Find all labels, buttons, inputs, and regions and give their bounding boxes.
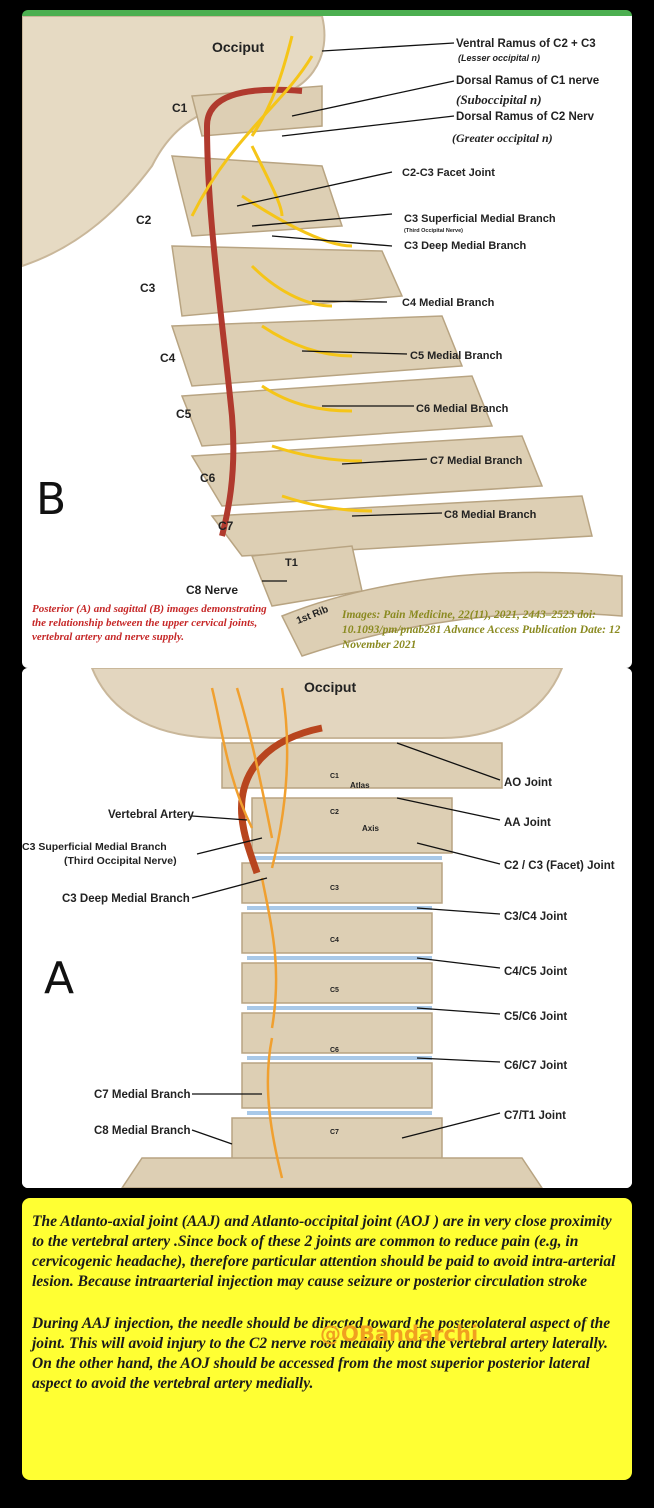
posterior-vertebrae	[121, 742, 543, 1188]
label-c3-deep-a: C3 Deep Medial Branch	[62, 893, 190, 905]
label-c7-medial-b: C7 Medial Branch	[430, 455, 523, 467]
label-c6-a: C6	[330, 1047, 339, 1054]
label-greater-occipital: (Greater occipital n)	[452, 131, 553, 145]
label-c2c3-facet-b: C2-C3 Facet Joint	[402, 167, 495, 179]
label-c6c7-joint: C6/C7 Joint	[504, 1060, 567, 1072]
sagittal-illustration: Occiput Ventral Ramus of C2 + C3 (Lesser…	[22, 16, 623, 657]
label-aa-joint: AA Joint	[504, 817, 551, 829]
label-c7t1-joint: C7/T1 Joint	[504, 1110, 566, 1122]
label-c2c3-facet-a: C2 / C3 (Facet) Joint	[504, 860, 615, 872]
label-c3-superficial-a: C3 Superficial Medial Branch	[22, 841, 167, 853]
label-c5c6-joint: C5/C6 Joint	[504, 1011, 567, 1023]
label-c4c5-joint: C4/C5 Joint	[504, 966, 567, 978]
label-axis: Axis	[362, 824, 379, 833]
label-vertebral-artery: Vertebral Artery	[108, 809, 194, 821]
image-credit: Images: Pain Medicine, 22(11), 2021, 244…	[342, 609, 621, 651]
sagittal-vertebra-labels: C1 C2 C3 C4 C5 C6 C7	[136, 101, 234, 533]
label-lesser-occipital: (Lesser occipital n)	[458, 53, 540, 63]
panel-b-letter: B	[36, 474, 66, 525]
label-c5-medial: C5 Medial Branch	[410, 350, 503, 362]
label-c5-a: C5	[330, 987, 339, 994]
vertebral-artery-sagittal	[203, 86, 303, 537]
label-ventral-ramus: Ventral Ramus of C2 + C3	[456, 38, 596, 50]
label-c1-a: C1	[330, 773, 339, 780]
label-c3-a: C3	[330, 885, 339, 892]
posterior-vertebra-labels: C1 C2 C3 C4 C5 C6 C7	[330, 773, 339, 1136]
label-c1-b: C1	[172, 101, 188, 115]
sagittal-leader-lines	[236, 42, 455, 582]
label-third-occipital-a: (Third Occipital Nerve)	[64, 855, 177, 867]
label-c4-medial: C4 Medial Branch	[402, 297, 495, 309]
joint-highlights	[247, 856, 442, 1115]
label-dorsal-c2: Dorsal Ramus of C2 Nerv	[456, 111, 595, 123]
sagittal-panel-b: Occiput Ventral Ramus of C2 + C3 (Lesser…	[22, 10, 632, 668]
label-occiput-a: Occiput	[304, 679, 356, 695]
label-c4-a: C4	[330, 937, 339, 944]
panel-a-letter: A	[44, 953, 74, 1004]
label-c6-medial: C6 Medial Branch	[416, 403, 509, 415]
occiput-shape	[90, 668, 564, 739]
label-t1: T1	[285, 557, 298, 569]
label-ao-joint: AO Joint	[504, 777, 552, 789]
vertebral-artery-posterior	[238, 724, 323, 875]
explanation-box: The Atlanto-axial joint (AAJ) and Atlant…	[22, 1198, 632, 1480]
posterior-nerves	[210, 687, 289, 1179]
label-c3-deep-b: C3 Deep Medial Branch	[404, 240, 527, 252]
label-c4-b: C4	[160, 351, 176, 365]
label-c7-medial-a: C7 Medial Branch	[94, 1089, 191, 1101]
label-c8-medial-a: C8 Medial Branch	[94, 1125, 191, 1137]
posterior-panel-a: Occiput Atlas Axis Vertebral Artery C3 S…	[22, 668, 632, 1188]
label-dorsal-c1: Dorsal Ramus of C1 nerve	[456, 75, 599, 87]
label-occiput-b: Occiput	[212, 39, 264, 55]
sagittal-vertebrae	[170, 85, 623, 657]
label-c8-nerve: C8 Nerve	[186, 583, 238, 597]
label-atlas: Atlas	[350, 781, 370, 790]
label-c3-superficial-b: C3 Superficial Medial Branch	[404, 213, 556, 225]
skull-shape	[22, 16, 326, 268]
explanation-paragraph-2: During AAJ injection, the needle should …	[32, 1315, 611, 1392]
label-c6-b: C6	[200, 471, 216, 485]
label-c7-b: C7	[218, 519, 234, 533]
author-handle: @OBandarchi	[320, 1322, 479, 1346]
label-c3-b: C3	[140, 281, 156, 295]
label-third-occipital-small: (Third Occipital Nerve)	[404, 228, 463, 234]
label-c3c4-joint: C3/C4 Joint	[504, 911, 567, 923]
label-c7-a: C7	[330, 1129, 339, 1136]
figure-caption: Posterior (A) and sagittal (B) images de…	[32, 603, 267, 643]
label-c5-b: C5	[176, 407, 192, 421]
label-c2-a: C2	[330, 809, 339, 816]
posterior-leader-lines	[191, 742, 501, 1145]
label-c2-b: C2	[136, 213, 152, 227]
posterior-illustration: Occiput Atlas Axis Vertebral Artery C3 S…	[22, 668, 632, 1188]
label-c8-medial-b: C8 Medial Branch	[444, 509, 537, 521]
explanation-paragraph-1: The Atlanto-axial joint (AAJ) and Atlant…	[32, 1213, 616, 1290]
label-suboccipital: (Suboccipital n)	[456, 92, 542, 107]
